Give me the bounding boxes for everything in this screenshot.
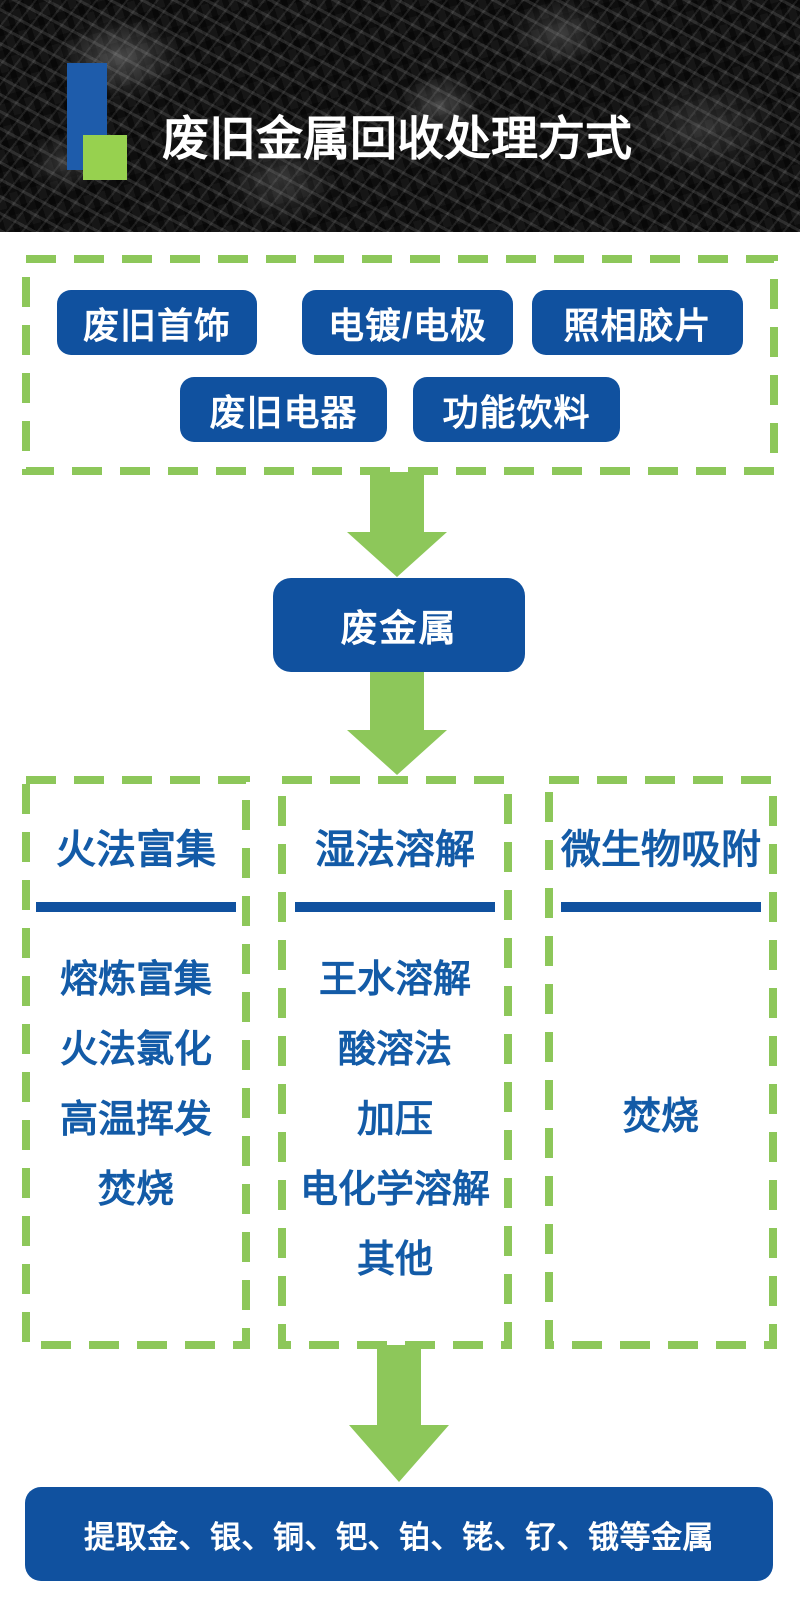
method-item: 焚烧: [97, 1169, 174, 1211]
dashed-border: [278, 776, 512, 1349]
dashed-border: [545, 776, 777, 1349]
method-item: 其他: [356, 1239, 433, 1281]
source-chip-functional-drinks: 功能饮料: [413, 377, 620, 442]
flow-down-arrow-icon: [347, 672, 447, 775]
flow-down-arrow-icon: [347, 472, 447, 577]
source-chip-appliances: 废旧电器: [180, 377, 387, 442]
title-decoration-green-square: [83, 135, 127, 180]
method-item: 火法氯化: [59, 1029, 212, 1071]
waste-sources-group: 废旧首饰 电镀/电极 照相胶片 废旧电器 功能饮料: [22, 255, 778, 475]
method-title: 湿法溶解: [315, 828, 475, 872]
method-column-wet: 湿法溶解 王水溶解 酸溶法 加压 电化学溶解 其他: [278, 776, 512, 1349]
method-title: 微生物吸附: [561, 828, 761, 872]
source-chip-photo-film: 照相胶片: [532, 290, 743, 355]
scrap-metal-photo-background: [0, 0, 800, 232]
method-item-list: 王水溶解 酸溶法 加压 电化学溶解 其他: [282, 945, 508, 1295]
dashed-border: [22, 255, 778, 475]
dashed-border: [22, 776, 250, 1349]
method-item: 焚烧: [622, 1096, 699, 1138]
title-underline: [295, 902, 495, 912]
method-item: 王水溶解: [318, 959, 471, 1001]
source-chip-electroplating: 电镀/电极: [302, 290, 513, 355]
method-item-list: 焚烧: [549, 945, 773, 1152]
flow-down-arrow-icon: [349, 1345, 449, 1482]
header-banner: 废旧金属回收处理方式: [0, 0, 800, 232]
method-column-bio: 微生物吸附 焚烧: [545, 776, 777, 1349]
method-item: 熔炼富集: [59, 959, 212, 1001]
title-underline: [36, 902, 236, 912]
method-item: 电化学溶解: [299, 1169, 490, 1211]
method-item: 高温挥发: [59, 1099, 212, 1141]
method-title: 火法富集: [56, 828, 216, 872]
scrap-metal-node: 废金属: [273, 578, 525, 672]
result-bar: 提取金、银、铜、钯、铂、铑、钌、锇等金属: [25, 1487, 773, 1581]
title-underline: [561, 902, 761, 912]
page-title: 废旧金属回收处理方式: [162, 112, 632, 165]
method-item: 酸溶法: [337, 1029, 452, 1071]
method-item-list: 熔炼富集 火法氯化 高温挥发 焚烧: [26, 945, 246, 1225]
method-column-pyro: 火法富集 熔炼富集 火法氯化 高温挥发 焚烧: [22, 776, 250, 1349]
source-chip-jewelry: 废旧首饰: [57, 290, 257, 355]
method-item: 加压: [356, 1099, 433, 1141]
